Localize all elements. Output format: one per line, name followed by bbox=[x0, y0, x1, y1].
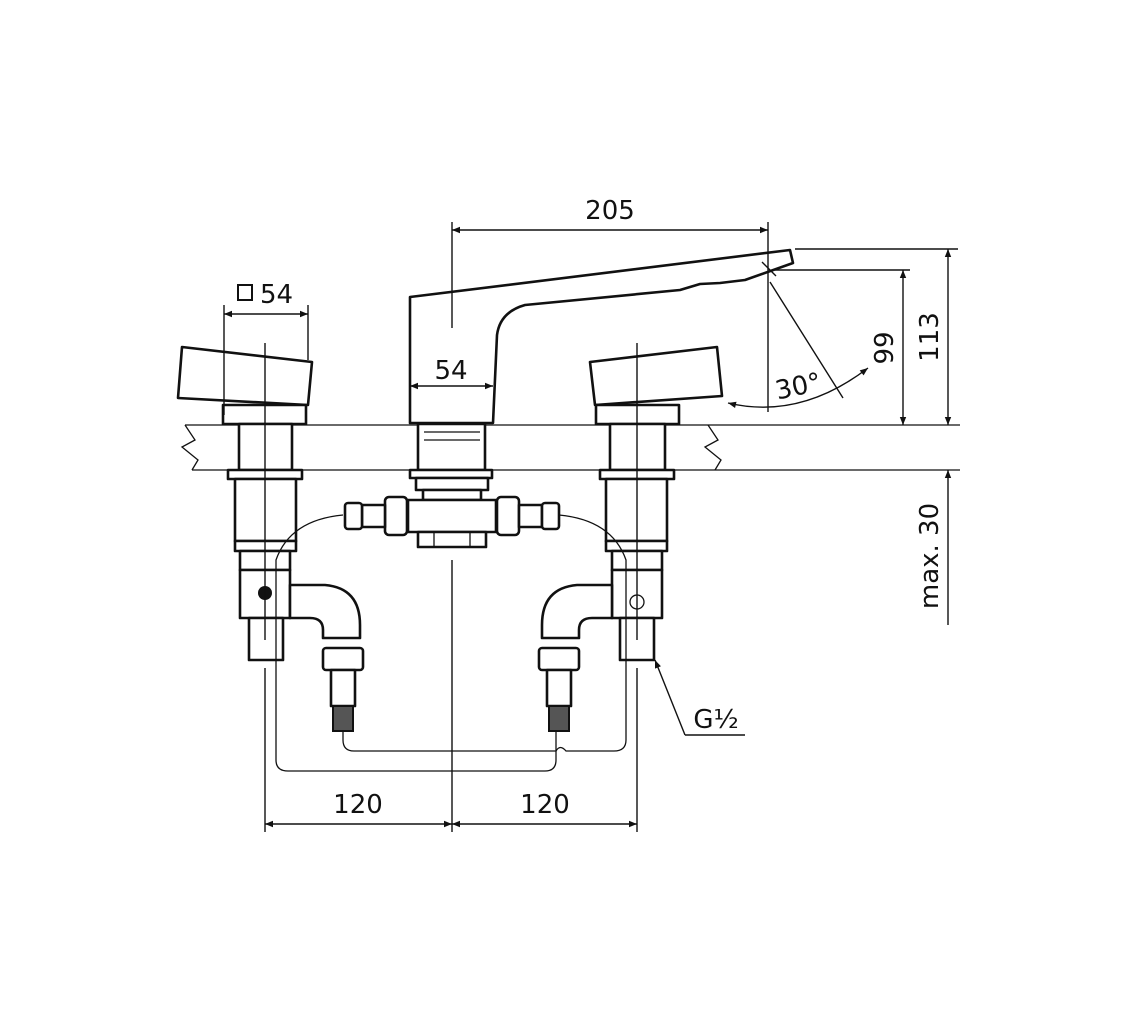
dim-left-spacing: 120 bbox=[333, 790, 383, 820]
dim-right-spacing: 120 bbox=[520, 790, 570, 820]
dim-spout-base: 54 bbox=[434, 356, 467, 386]
dim-lever-angle: 30° bbox=[773, 367, 824, 406]
dim-thread: G½ bbox=[693, 705, 738, 735]
dimension-lines bbox=[223, 222, 958, 828]
dim-max-deck: max. 30 bbox=[915, 503, 945, 609]
countertop bbox=[180, 424, 960, 471]
dim-handle-square: 54 bbox=[260, 280, 293, 310]
dim-spout-reach: 205 bbox=[585, 196, 635, 226]
center-lines bbox=[264, 222, 638, 832]
left-handle-valve bbox=[176, 345, 365, 732]
square-symbol-icon bbox=[237, 284, 253, 301]
dim-lever-height: 99 bbox=[870, 331, 900, 364]
right-handle-valve bbox=[537, 345, 724, 732]
hoses bbox=[275, 514, 627, 772]
dim-overall-height: 113 bbox=[915, 312, 945, 362]
spout-body bbox=[343, 248, 795, 549]
